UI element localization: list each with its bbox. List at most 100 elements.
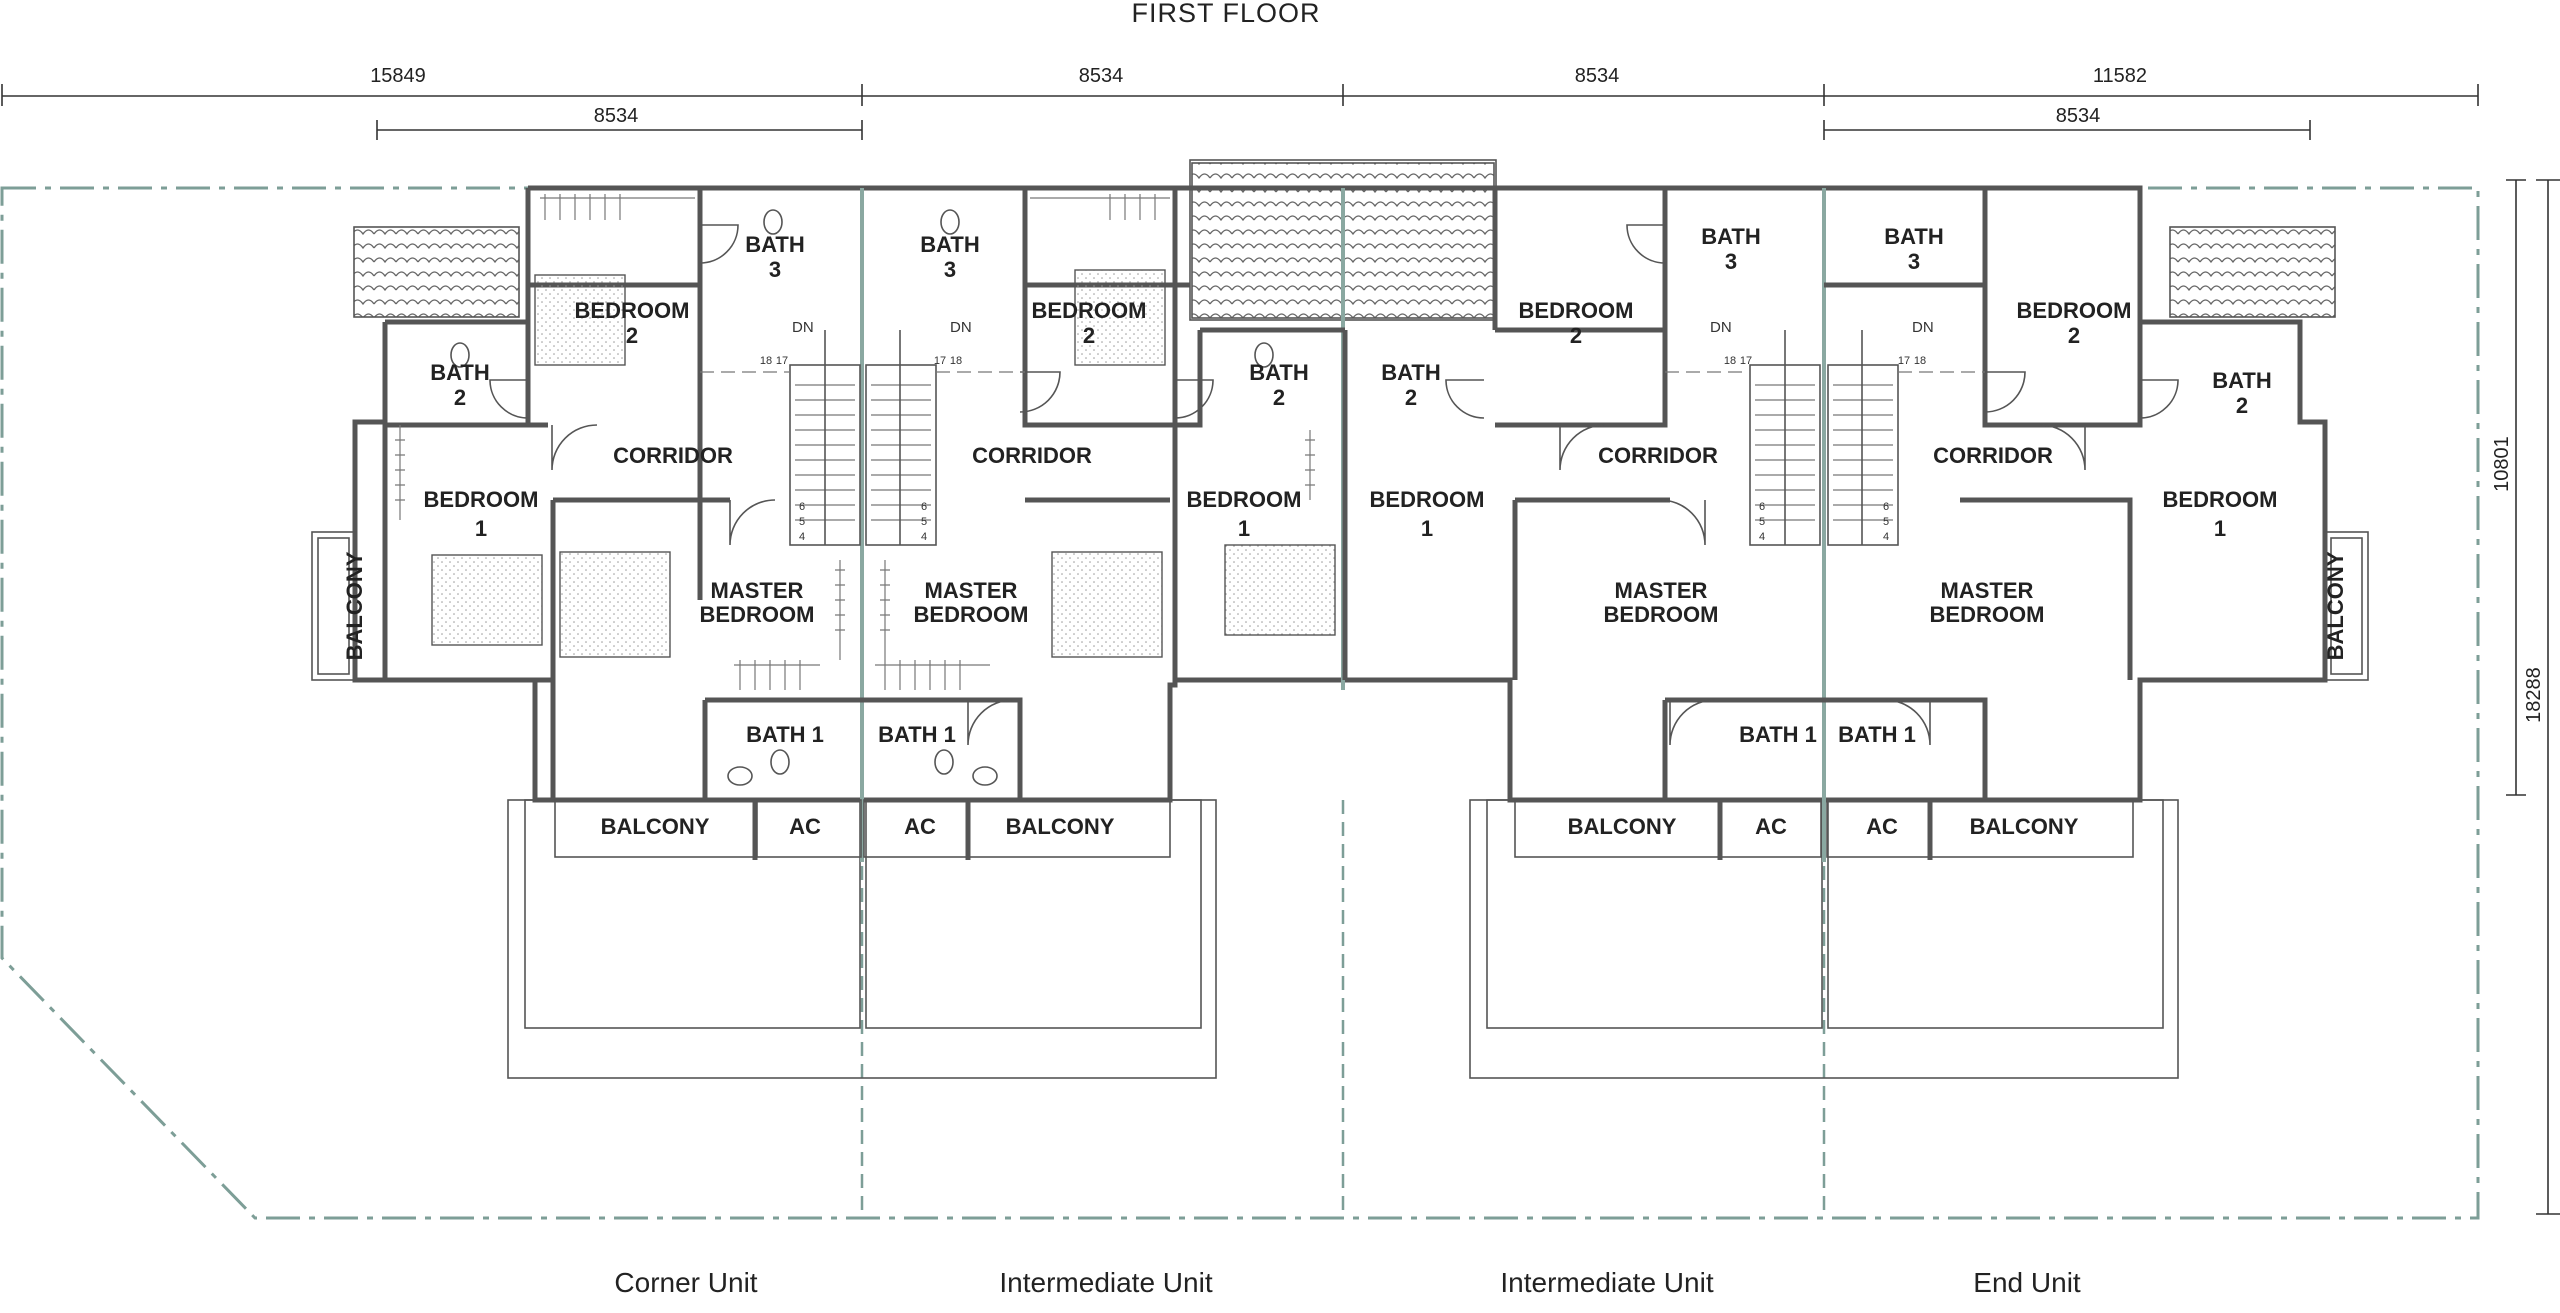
stair-step-number: 5 — [1759, 516, 1765, 528]
room-label-ac: AC — [1755, 814, 1787, 839]
unit-caption-intermediate: Intermediate Unit — [999, 1267, 1212, 1298]
room-number: 3 — [1725, 249, 1737, 274]
room-label-corridor: CORRIDOR — [1598, 443, 1718, 468]
dimension-second-right: 8534 — [2056, 105, 2101, 127]
room-number: 2 — [626, 323, 638, 348]
stair-step-number: 17 — [1740, 355, 1752, 367]
room-number: 1 — [1238, 516, 1250, 541]
room-label-master-bedroom: BEDROOM — [914, 602, 1029, 627]
room-label-bath: BATH — [1381, 360, 1440, 385]
room-label-bath: BATH — [745, 232, 804, 257]
room-number: 1 — [475, 516, 487, 541]
property-boundary — [0, 186, 2480, 1220]
room-number: 2 — [2236, 393, 2248, 418]
room-label-corridor: CORRIDOR — [613, 443, 733, 468]
room-number: 2 — [2068, 323, 2080, 348]
room-label-bath-1: BATH 1 — [746, 722, 824, 747]
intermediate-unit-2-rooms: BATH 2 BEDROOM 2 BATH 3 BEDROOM 1 CORRID… — [1370, 224, 1817, 839]
stair-dn-label: DN — [1912, 319, 1934, 336]
room-label-bedroom: BEDROOM — [424, 487, 539, 512]
stair-step-number: 4 — [799, 531, 805, 543]
room-label-bedroom: BEDROOM — [1187, 487, 1302, 512]
room-number: 3 — [944, 257, 956, 282]
room-label-corridor: CORRIDOR — [972, 443, 1092, 468]
room-label-master: MASTER — [925, 578, 1018, 603]
stair-step-number: 6 — [1759, 501, 1765, 513]
room-label-ac: AC — [1866, 814, 1898, 839]
room-number: 1 — [1421, 516, 1433, 541]
room-label-corridor: CORRIDOR — [1933, 443, 2053, 468]
plan-title: FIRST FLOOR — [1131, 0, 1320, 28]
stair-step-number: 17 — [776, 355, 788, 367]
room-label-bath-1: BATH 1 — [1739, 722, 1817, 747]
dimension-right-top: 10801 — [2491, 436, 2513, 492]
stair-step-number: 17 — [1898, 355, 1910, 367]
stair-step-number: 4 — [1883, 531, 1889, 543]
room-number: 2 — [454, 385, 466, 410]
room-label-master: MASTER — [1615, 578, 1708, 603]
room-label-master-bedroom: BEDROOM — [700, 602, 815, 627]
stair-step-number: 5 — [799, 516, 805, 528]
dimension-second-left: 8534 — [594, 105, 639, 127]
stair-dn-label: DN — [792, 319, 814, 336]
stair-step-number: 6 — [799, 501, 805, 513]
room-label-bath-1: BATH 1 — [878, 722, 956, 747]
stair-step-number: 18 — [950, 355, 962, 367]
room-label-bedroom: BEDROOM — [1519, 298, 1634, 323]
unit-caption-corner: Corner Unit — [614, 1267, 757, 1298]
stair-dn-label: DN — [950, 319, 972, 336]
stair-step-number: 18 — [760, 355, 772, 367]
unit-caption-end: End Unit — [1973, 1267, 2081, 1298]
room-label-bath: BATH — [1884, 224, 1943, 249]
unit-caption-intermediate: Intermediate Unit — [1500, 1267, 1713, 1298]
furniture — [395, 194, 1336, 786]
room-label-bath: BATH — [920, 232, 979, 257]
stair-step-number: 18 — [1724, 355, 1736, 367]
room-label-bedroom: BEDROOM — [2017, 298, 2132, 323]
dimension-top-3: 8534 — [1575, 65, 1620, 87]
room-number: 1 — [2214, 516, 2226, 541]
stair-step-number: 6 — [1883, 501, 1889, 513]
room-label-ac: AC — [789, 814, 821, 839]
room-label-bedroom: BEDROOM — [2163, 487, 2278, 512]
top-dimension-lines — [1, 84, 2479, 140]
room-label-master-bedroom: BEDROOM — [1930, 602, 2045, 627]
room-label-bath: BATH — [1249, 360, 1308, 385]
room-label-balcony: BALCONY — [601, 814, 710, 839]
room-number: 3 — [1908, 249, 1920, 274]
room-label-bath: BATH — [1701, 224, 1760, 249]
dimension-top-2: 8534 — [1079, 65, 1124, 87]
stair-step-number: 17 — [934, 355, 946, 367]
room-label-balcony: BALCONY — [1006, 814, 1115, 839]
stair-step-number: 4 — [921, 531, 927, 543]
room-label-master: MASTER — [711, 578, 804, 603]
room-label-balcony: BALCONY — [1970, 814, 2079, 839]
end-unit-rooms: BATH 3 BEDROOM 2 BATH 2 CORRIDOR BEDROOM… — [1838, 224, 2348, 839]
stair-step-number: 18 — [1914, 355, 1926, 367]
room-label-bath-1: BATH 1 — [1838, 722, 1916, 747]
room-number: 2 — [1083, 323, 1095, 348]
stair-step-number: 5 — [921, 516, 927, 528]
room-label-balcony: BALCONY — [342, 551, 367, 660]
dimension-top-1: 15849 — [370, 65, 426, 87]
room-label-bedroom: BEDROOM — [1032, 298, 1147, 323]
intermediate-unit-1-rooms: BATH 3 BEDROOM 2 BATH 2 CORRIDOR BEDROOM… — [878, 232, 1309, 839]
staircases — [700, 330, 1985, 546]
stair-step-number: 5 — [1883, 516, 1889, 528]
room-label-ac: AC — [904, 814, 936, 839]
room-number: 2 — [1570, 323, 1582, 348]
room-label-bedroom: BEDROOM — [1370, 487, 1485, 512]
door-swings — [489, 224, 2179, 746]
room-label-balcony: BALCONY — [2323, 551, 2348, 660]
corner-unit-rooms: BATH 2 BEDROOM 2 BATH 3 BEDROOM 1 CORRID… — [342, 232, 824, 839]
room-label-bedroom: BEDROOM — [575, 298, 690, 323]
room-label-bath: BATH — [2212, 368, 2271, 393]
stair-step-number: 4 — [1759, 531, 1765, 543]
stair-dn-label: DN — [1710, 319, 1732, 336]
room-number: 3 — [769, 257, 781, 282]
room-label-master-bedroom: BEDROOM — [1604, 602, 1719, 627]
party-lines — [860, 800, 1826, 1218]
right-dimension-lines — [2506, 179, 2560, 1215]
interior-walls — [382, 188, 2143, 860]
